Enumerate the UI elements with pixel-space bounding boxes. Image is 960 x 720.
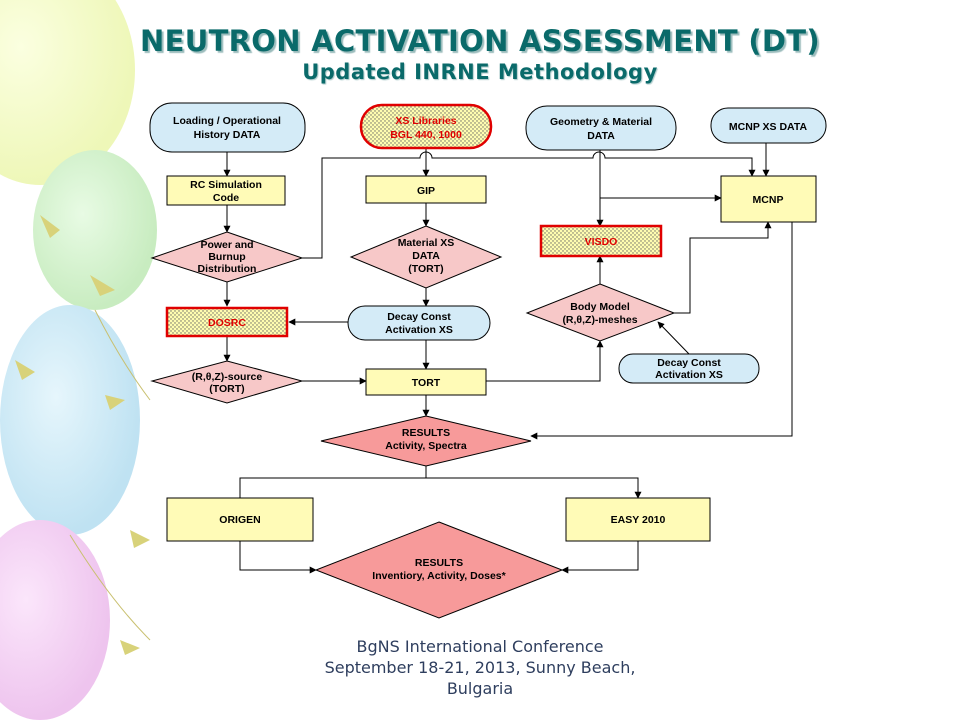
node-results-activity-line2: Activity, Spectra	[385, 440, 467, 452]
arrow-origen-to-results	[239, 541, 317, 574]
node-visdo	[539, 224, 663, 258]
node-results-inventory	[314, 521, 564, 619]
node-origen	[166, 497, 314, 542]
balloon-yellow	[0, 0, 135, 185]
arrow-tort-to-body	[486, 340, 604, 382]
node-loading-data-line2: History DATA	[194, 129, 261, 141]
node-rc-simulation-line2: Code	[213, 192, 239, 204]
node-rtz-source-line1: (R,θ,Z)-source	[192, 371, 263, 383]
arrow-body-to-mcnp	[674, 221, 772, 314]
svg-text:Body Model(R,θ,Z)-meshes: Body Model(R,θ,Z)-meshes	[562, 301, 637, 326]
node-material-xs-line2: DATA	[412, 250, 440, 262]
svg-text:(R,θ,Z)-source(TORT): (R,θ,Z)-source(TORT)	[192, 371, 263, 395]
node-easy-2010	[565, 497, 711, 542]
node-geometry-data-line1: Geometry & Material	[550, 116, 652, 128]
node-tort	[365, 368, 487, 396]
node-loading-data	[149, 102, 306, 153]
node-gip-line1: GIP	[417, 185, 435, 197]
svg-text:GIP: GIP	[417, 185, 435, 197]
svg-text:DOSRC: DOSRC	[208, 317, 246, 329]
svg-text:ORIGEN: ORIGEN	[219, 514, 260, 526]
node-decay-const-2	[618, 353, 760, 384]
node-decay-const-1	[347, 305, 491, 341]
svg-text:EASY 2010: EASY 2010	[611, 514, 666, 526]
node-geometry-data-line2: DATA	[587, 130, 615, 142]
node-power-burnup	[150, 231, 304, 283]
node-mcnp-xs-data	[710, 107, 827, 144]
conference-footer: BgNS International Conference September …	[280, 636, 680, 699]
node-xs-libraries	[359, 103, 493, 150]
node-easy-2010-line1: EASY 2010	[611, 514, 666, 526]
node-dosrc	[165, 306, 289, 338]
page-subtitle: Updated INRNE Methodology	[302, 60, 658, 84]
node-power-burnup-line1: Power and	[200, 239, 253, 251]
footer-line-2: September 18-21, 2013, Sunny Beach,	[324, 658, 636, 677]
node-mcnp-xs-data-line1: MCNP XS DATA	[729, 121, 808, 133]
footer-line-3: Bulgaria	[446, 679, 514, 698]
arrow-easy-to-results	[561, 541, 639, 574]
node-results-activity-line1: RESULTS	[402, 427, 450, 439]
node-dosrc-line1: DOSRC	[208, 317, 246, 329]
node-decay-const-1-line2: Activation XS	[385, 324, 453, 336]
node-rtz-source-line2: (TORT)	[209, 383, 244, 395]
node-xs-libraries-line2: BGL 440, 1000	[390, 129, 462, 141]
node-origen-line1: ORIGEN	[219, 514, 260, 526]
node-visdo-line1: VISDO	[585, 236, 618, 248]
svg-text:MCNP XS DATA: MCNP XS DATA	[729, 121, 808, 133]
node-material-xs-line3: (TORT)	[408, 263, 443, 275]
node-material-xs	[349, 225, 503, 289]
node-body-model-line1: Body Model	[570, 301, 630, 313]
line-results-to-codes	[239, 466, 638, 498]
flow-connectors	[223, 143, 793, 574]
footer-line-1: BgNS International Conference	[356, 637, 604, 656]
node-material-xs-line1: Material XS	[398, 237, 455, 249]
svg-text:TORT: TORT	[412, 377, 441, 389]
svg-text:VISDO: VISDO	[585, 236, 618, 248]
node-mcnp	[720, 175, 817, 223]
node-decay-const-2-line2: Activation XS	[655, 369, 723, 381]
node-body-model-line2: (R,θ,Z)-meshes	[562, 314, 637, 326]
arrow-decay2-to-body	[657, 321, 690, 355]
node-results-activity	[320, 415, 532, 467]
node-rc-simulation	[166, 175, 286, 206]
node-results-inventory-line2: Inventiory, Activity, Doses*	[372, 570, 506, 582]
balloon-blue	[0, 305, 140, 535]
page-title: NEUTRON ACTIVATION ASSESSMENT (DT)	[140, 24, 820, 58]
confetti-accents	[15, 215, 150, 655]
node-gip	[365, 175, 487, 204]
node-body-model	[525, 283, 676, 342]
node-results-inventory-line1: RESULTS	[415, 557, 463, 569]
svg-text:MCNP: MCNP	[753, 194, 784, 206]
balloon-strings	[69, 309, 151, 641]
node-rc-simulation-line1: RC Simulation	[190, 179, 262, 191]
node-mcnp-line1: MCNP	[753, 194, 784, 206]
node-rtz-source	[150, 360, 304, 404]
arrow-mcnp-to-results	[530, 222, 793, 440]
node-decay-const-2-line1: Decay Const	[657, 357, 721, 369]
node-loading-data-line1: Loading / Operational	[173, 115, 281, 127]
node-xs-libraries-line1: XS Libraries	[395, 115, 456, 127]
node-geometry-data	[525, 105, 677, 151]
balloon-green	[33, 150, 157, 310]
node-decay-const-1-line1: Decay Const	[387, 311, 451, 323]
node-tort-line1: TORT	[412, 377, 441, 389]
node-power-burnup-line2: Burnup	[208, 251, 245, 263]
node-power-burnup-line3: Distribution	[198, 263, 257, 275]
line-power-to-mcnp	[302, 151, 756, 259]
balloon-pink	[0, 520, 110, 720]
